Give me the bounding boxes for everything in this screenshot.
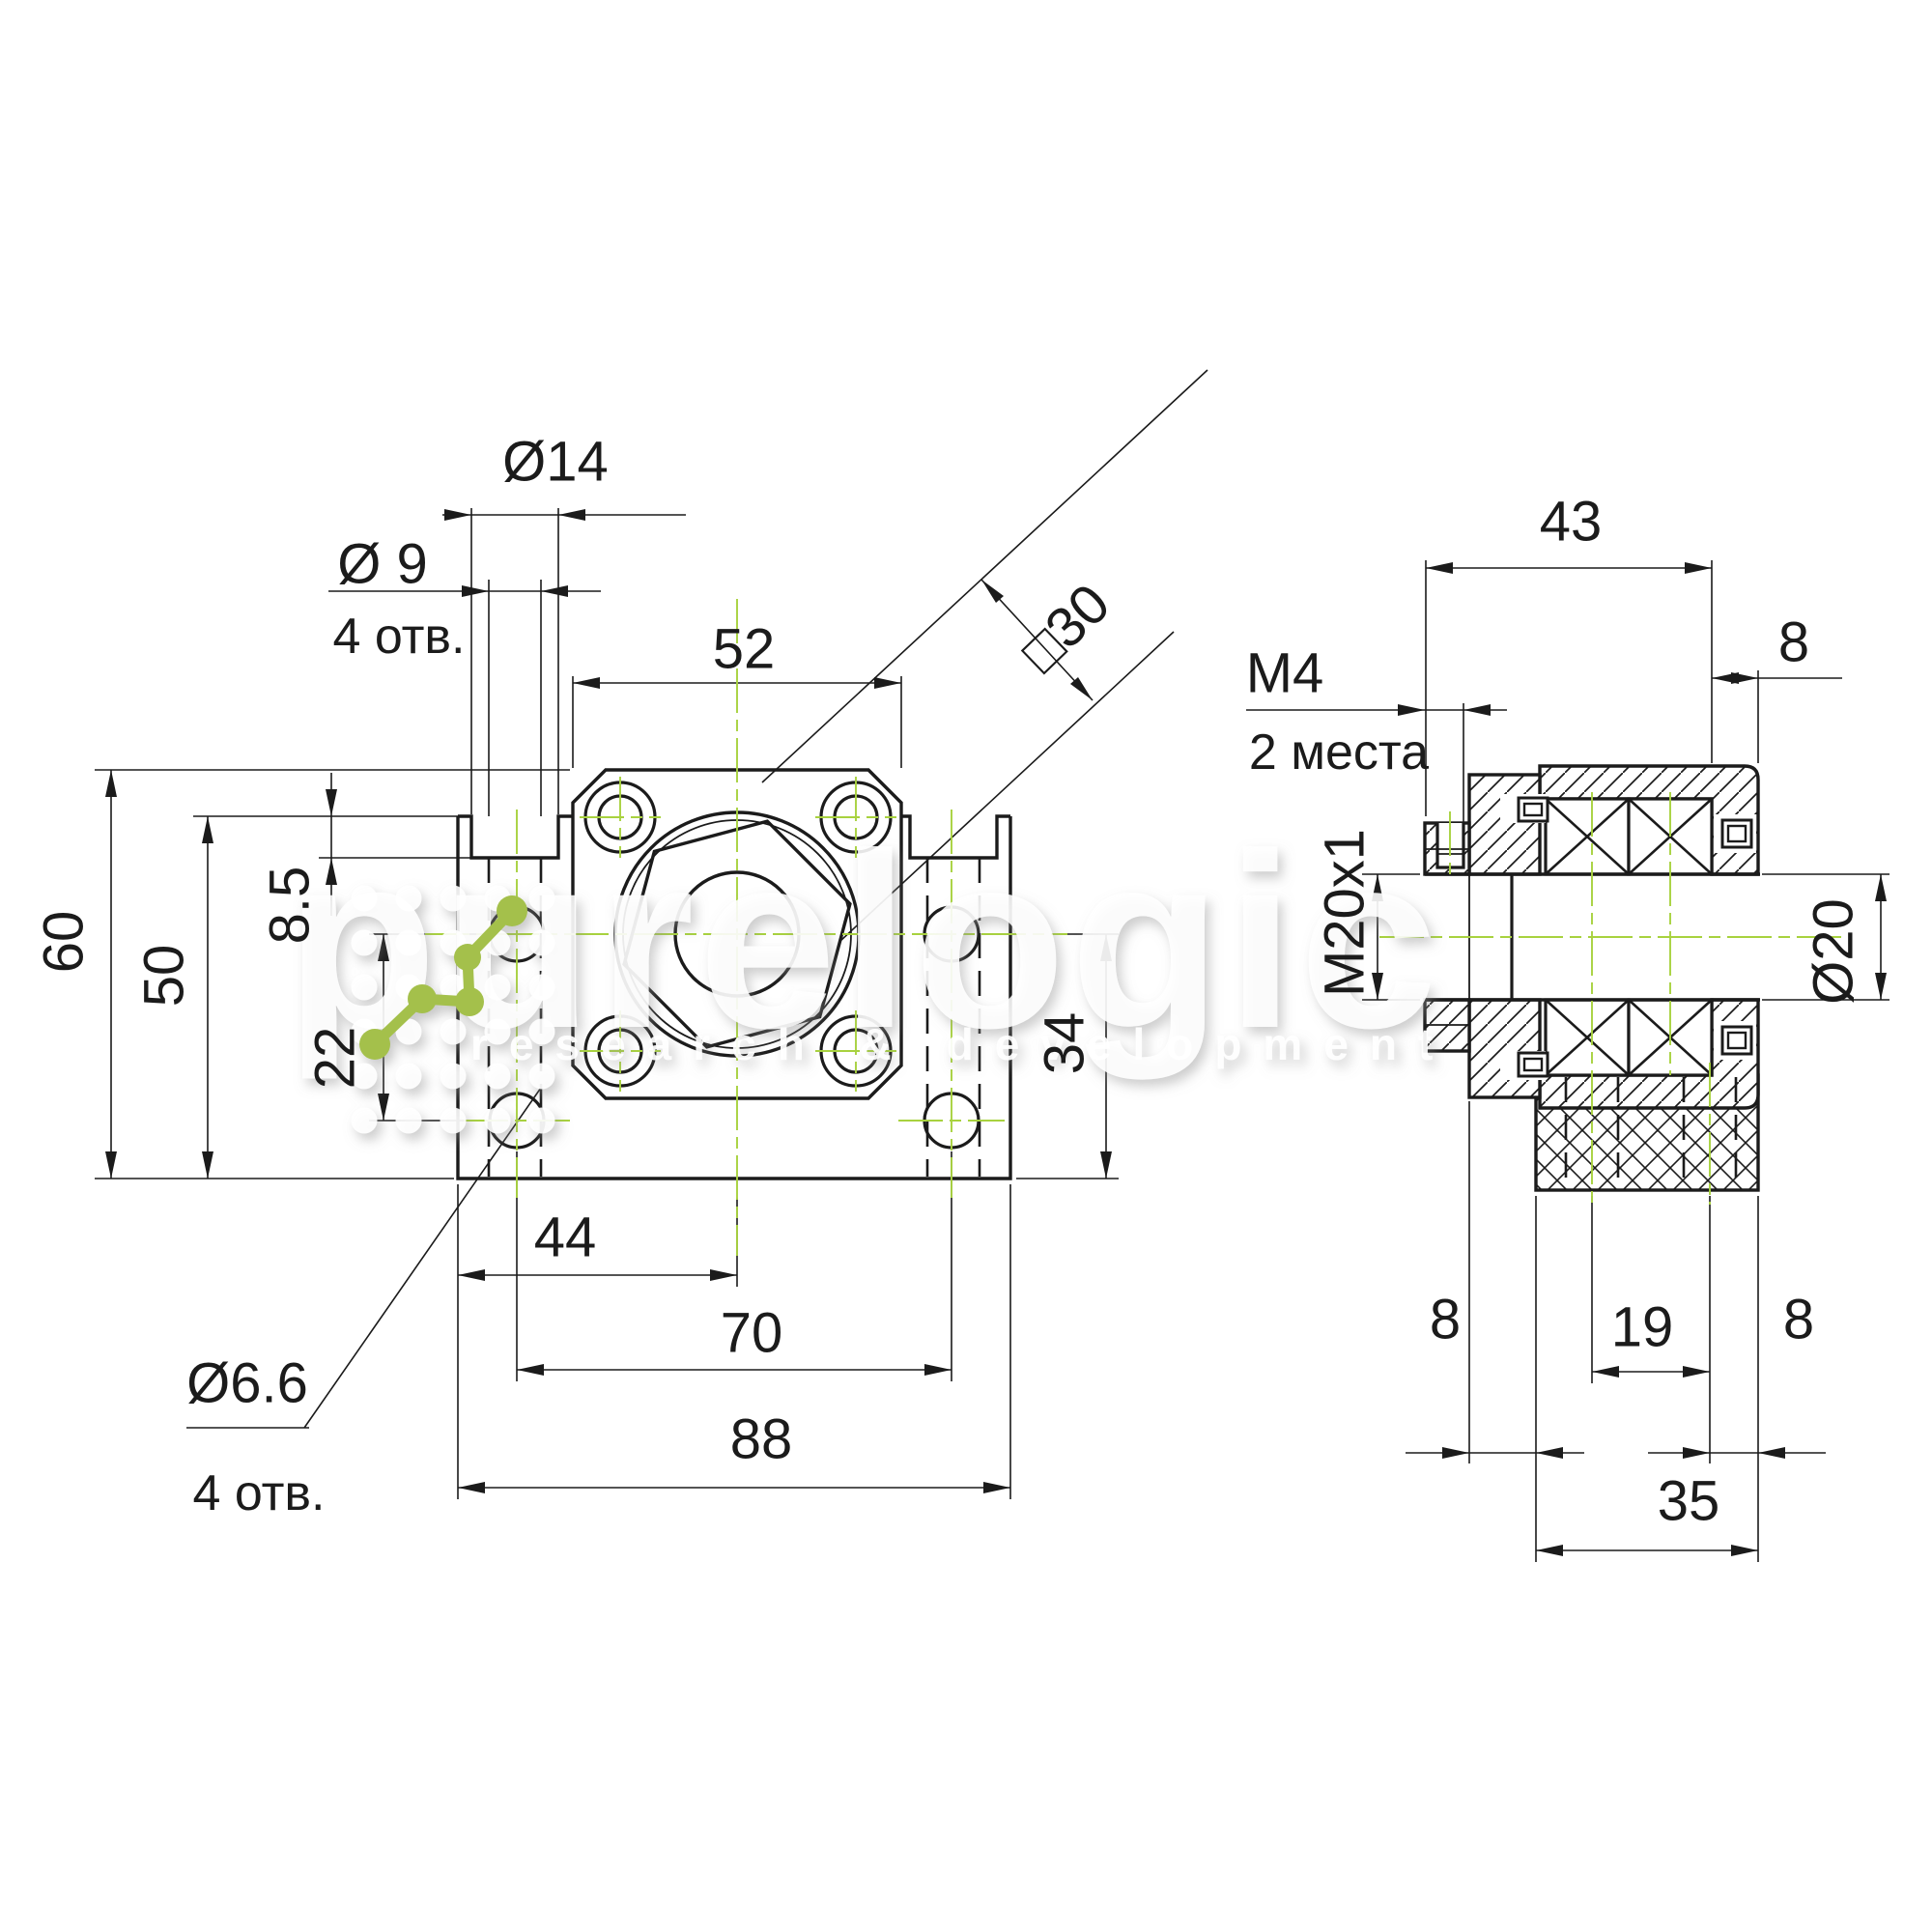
- dim-sq30-label: □30: [1009, 572, 1122, 684]
- dim-8_5-label: 8.5: [259, 867, 322, 945]
- side-view: [1423, 764, 1760, 1192]
- dim-70-label: 70: [721, 1302, 783, 1365]
- dim-m4-note: 2 места: [1249, 724, 1429, 781]
- hidden-lines: [487, 858, 1738, 1190]
- dim-22-label: 22: [304, 1027, 367, 1090]
- dim-52-label: 52: [713, 618, 776, 681]
- dimension-lines: [95, 369, 1889, 1562]
- dim-dia9-note: 4 отв.: [332, 609, 465, 665]
- dim-8-top-label: 8: [1778, 611, 1809, 674]
- watermark: purelogic research & development: [285, 801, 1454, 1134]
- dim-50-label: 50: [133, 945, 196, 1008]
- dim-34-label: 34: [1034, 1012, 1096, 1075]
- dim-m4-label: M4: [1246, 642, 1324, 705]
- dim-8-bottom-right-label: 8: [1783, 1289, 1814, 1351]
- dim-43-label: 43: [1540, 491, 1603, 554]
- dim-dia66-label: Ø6.6: [186, 1352, 308, 1415]
- front-flange: [571, 768, 903, 1100]
- dim-dia14-label: Ø14: [502, 431, 609, 494]
- retaining-rings: [1500, 794, 1756, 1080]
- dim-dia20-label: Ø20: [1803, 898, 1865, 1005]
- dim-44-label: 44: [534, 1207, 597, 1269]
- dim-88-label: 88: [730, 1408, 793, 1471]
- dim-19-label: 19: [1611, 1296, 1674, 1359]
- dim-35-label: 35: [1658, 1470, 1720, 1533]
- dimension-arrows: [105, 509, 1887, 1556]
- side-wall-lower: [1467, 998, 1542, 1099]
- dim-8-bottom-left-label: 8: [1430, 1289, 1461, 1351]
- watermark-subtitle: research & development: [470, 1019, 1454, 1069]
- centerlines: [425, 599, 1843, 1256]
- side-wall-upper: [1467, 773, 1542, 876]
- dim-60-label: 60: [33, 911, 96, 974]
- dim-dia9-label: Ø 9: [337, 533, 428, 596]
- dim-m20-label: M20x1: [1314, 829, 1377, 997]
- logo-icon: [359, 895, 527, 1060]
- dim-dia66-note: 4 отв.: [192, 1465, 325, 1521]
